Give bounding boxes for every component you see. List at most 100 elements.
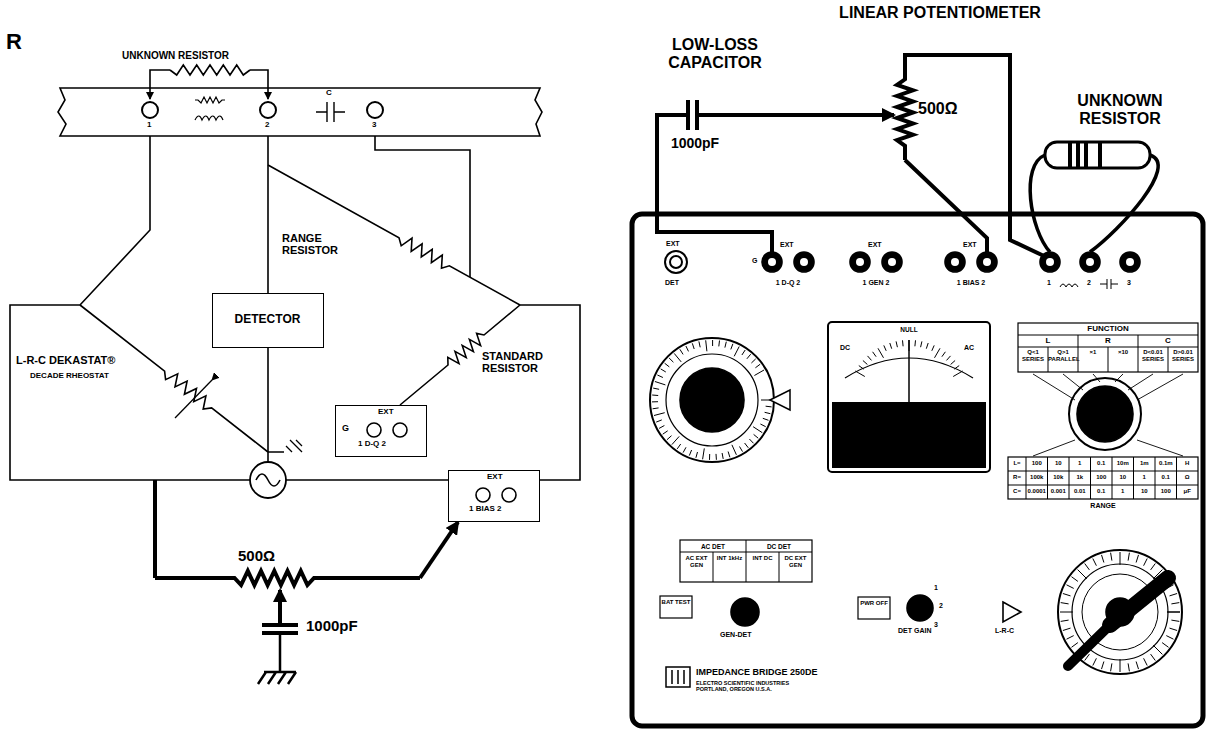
drawing-line: [760, 424, 765, 427]
drawing-line: [754, 434, 759, 438]
drawing-line: [1067, 585, 1074, 589]
drawing-circle: [250, 462, 286, 498]
drawing-g: [762, 252, 1140, 272]
label-text: IMPEDANCE BRIDGE 250DE: [696, 668, 818, 678]
label-text: STANDARD RESISTOR: [482, 350, 574, 374]
drawing-line: [1166, 636, 1173, 640]
label-text: RANGE: [1008, 502, 1198, 510]
label-text: PWR OFF: [859, 600, 889, 607]
label-text: 1 GEN 2: [851, 279, 901, 287]
label-text: 0.1m: [1155, 460, 1177, 467]
drawing-line: [1128, 553, 1129, 561]
drawing-line: [659, 426, 664, 429]
label-text: DC EXT GEN: [779, 555, 812, 568]
drawing-line: [1136, 662, 1138, 670]
drawing-line: [1026, 457, 1027, 499]
label-text: ×10: [1108, 349, 1138, 356]
drawing-path: [1068, 625, 1110, 666]
drawing-line: [947, 356, 951, 361]
drawing-path: [520, 305, 580, 480]
drawing-path: [267, 348, 269, 462]
drawing-line: [884, 345, 886, 350]
drawing-path: [657, 115, 772, 252]
node-text: 1 BIAS 2: [469, 505, 501, 514]
drawing-circle: [977, 252, 997, 272]
drawing-circle: [1080, 252, 1100, 272]
drawing-line: [763, 418, 769, 420]
drawing-line: [1093, 559, 1097, 566]
label-text: C=: [1008, 488, 1026, 495]
drawing-line: [1151, 564, 1156, 570]
drawing-line: [1111, 553, 1112, 561]
drawing-line: [863, 361, 868, 365]
label-text: EXT: [868, 241, 882, 249]
label-text: C: [326, 89, 332, 98]
drawing-rect: [1045, 142, 1150, 168]
label-text: DC: [840, 344, 850, 352]
drawing-circle: [794, 252, 814, 272]
drawing-line: [1176, 457, 1177, 499]
drawing-line: [1063, 628, 1071, 630]
drawing-g: [1026, 457, 1177, 499]
drawing-line: [1171, 620, 1179, 621]
label-text: 10m: [1112, 460, 1134, 467]
drawing-path: [1033, 374, 1183, 400]
drawing-path: [672, 670, 684, 684]
drawing-circle: [650, 338, 774, 462]
label-text: 100: [1026, 460, 1048, 467]
label-text: D>0.01 SERIES: [1168, 349, 1198, 362]
drawing-circle: [670, 256, 682, 268]
drawing-line: [732, 445, 737, 455]
drawing-line: [725, 342, 726, 348]
label-text: 0.1: [1091, 460, 1113, 467]
label-text: 100k: [1026, 474, 1048, 481]
drawing-path: [697, 113, 894, 117]
drawing-path: [420, 522, 458, 578]
drawing-line: [878, 348, 884, 358]
drawing-line: [747, 354, 751, 359]
drawing-path: [1070, 143, 1100, 167]
label-text: G: [752, 257, 757, 265]
label-text: 1000pF: [665, 136, 725, 151]
drawing-path: [278, 590, 282, 625]
label-text: DET GAIN: [898, 627, 931, 635]
drawing-line: [686, 346, 689, 351]
drawing-line: [932, 345, 934, 350]
drawing-path: [688, 100, 697, 130]
drawing-line: [935, 348, 941, 358]
drawing-line: [689, 450, 691, 456]
label-text: LOW-LOSS CAPACITOR: [630, 36, 800, 71]
label-text: 2: [265, 121, 269, 130]
drawing-rect: [1008, 457, 1198, 499]
label-text: EXT: [780, 241, 794, 249]
label-text: 1m: [1134, 460, 1156, 467]
drawing-path: [250, 70, 268, 99]
terminal-panel: EXTG1 D-Q 2: [335, 405, 427, 457]
drawing-path: [150, 70, 170, 99]
drawing-line: [890, 343, 892, 349]
drawing-circle: [800, 258, 808, 266]
drawing-line: [902, 340, 904, 346]
drawing-line: [696, 452, 698, 458]
drawing-rect: [858, 597, 890, 619]
label-text: R=: [1008, 474, 1026, 481]
label-text: 10: [1048, 460, 1070, 467]
drawing-line: [1072, 577, 1078, 582]
label-text: UNKNOWN RESISTOR: [122, 50, 229, 61]
label-text: R: [1078, 337, 1138, 346]
drawing-line: [1090, 457, 1091, 499]
label-text: BAT TEST: [661, 599, 691, 606]
drawing-line: [1102, 555, 1104, 563]
label-text: 500Ω: [918, 100, 958, 118]
drawing-line: [722, 453, 723, 459]
drawing-line: [1112, 457, 1113, 499]
drawing-line: [765, 412, 771, 413]
label-text: 500Ω: [238, 548, 275, 565]
drawing-line: [734, 347, 739, 357]
drawing-line: [926, 343, 928, 349]
drawing-line: [1072, 643, 1078, 648]
drawing-line: [1078, 570, 1087, 579]
drawing-line: [706, 340, 707, 351]
node-text: 1 D-Q 2: [358, 440, 386, 449]
drawing-path: [258, 633, 296, 684]
